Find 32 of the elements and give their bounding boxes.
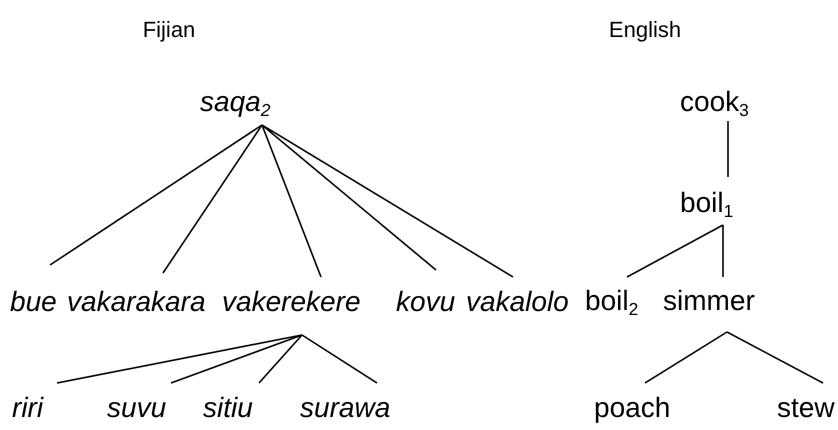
tree-branch-line bbox=[261, 124, 322, 278]
term-label: bue bbox=[10, 288, 57, 316]
tree-branch-line bbox=[261, 124, 437, 271]
tree-branch-line bbox=[50, 124, 262, 266]
tree-branch-line bbox=[170, 334, 302, 384]
term-label: kovu bbox=[396, 288, 456, 316]
term-label: simmer bbox=[663, 287, 755, 315]
tree-branch-line bbox=[644, 331, 728, 384]
tree-branch-line bbox=[56, 334, 302, 384]
term-label: cook$_{3}$ bbox=[680, 88, 749, 116]
language-heading: Fijian bbox=[142, 19, 196, 41]
tree-branch-line bbox=[162, 124, 263, 274]
tree-branch-line bbox=[726, 331, 824, 384]
term-label: poach bbox=[594, 394, 670, 422]
language-heading: English bbox=[608, 19, 682, 41]
term-label: stew bbox=[777, 394, 835, 422]
tree-branch-line bbox=[302, 334, 378, 384]
term-label: surawa bbox=[300, 394, 390, 422]
tree-branch-line bbox=[262, 124, 514, 278]
tree-branch-line bbox=[722, 225, 724, 277]
tree-branch-line bbox=[626, 224, 724, 278]
term-label: boil$_{1}$ bbox=[680, 189, 734, 217]
tree-branch-line bbox=[727, 121, 729, 177]
term-label: vakerekere bbox=[222, 288, 361, 316]
term-label: vakarakara bbox=[67, 288, 206, 316]
tree-branch-line bbox=[258, 334, 303, 384]
term-label: boil$_{2}$ bbox=[585, 287, 638, 315]
term-label: saqa$_{2}$ bbox=[200, 88, 270, 116]
term-label: riri bbox=[12, 394, 44, 422]
term-label: sitiu bbox=[203, 394, 253, 422]
term-label: suvu bbox=[107, 394, 166, 422]
term-label: vakalolo bbox=[466, 288, 569, 316]
